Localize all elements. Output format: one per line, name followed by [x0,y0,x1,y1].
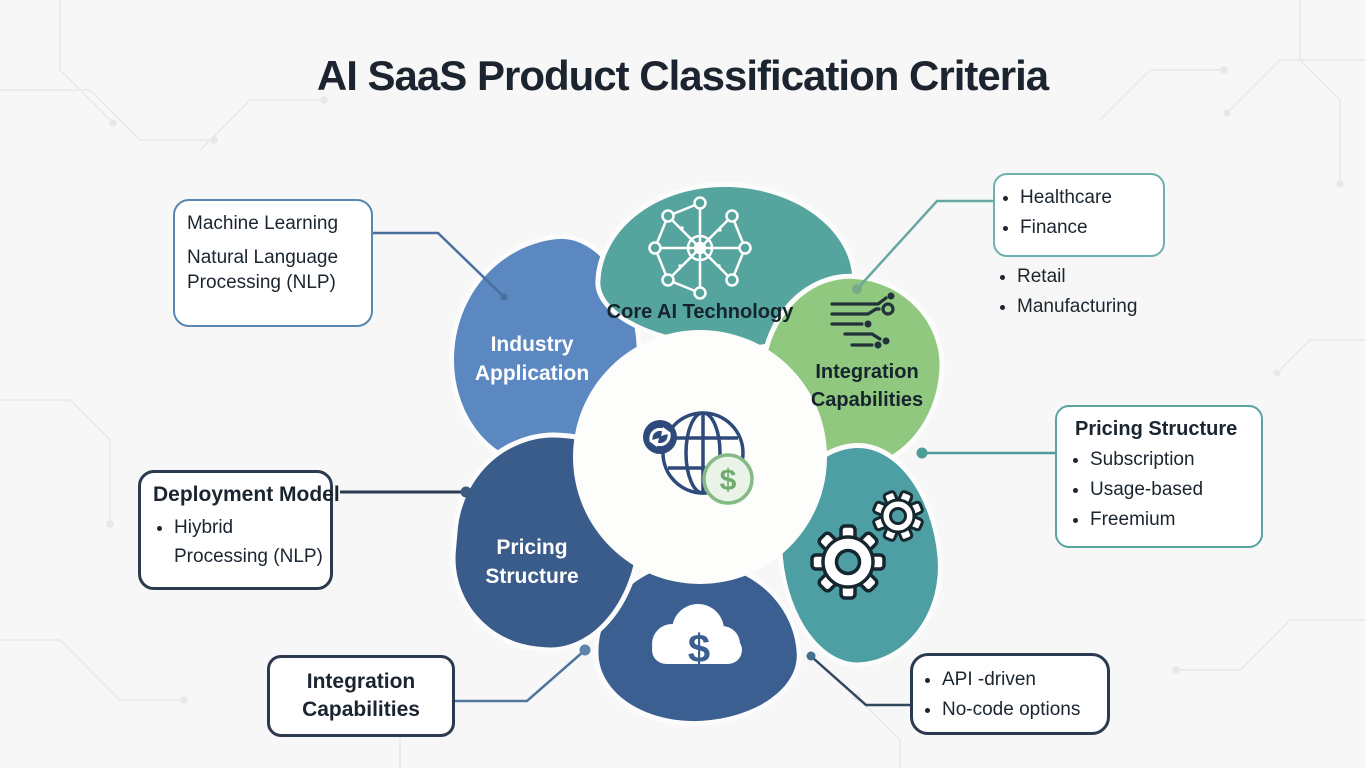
segment-label-integration: Integration Capabilities [810,361,924,411]
list-item: Subscription [1090,445,1251,475]
list-item: No-code options [942,695,1099,725]
segment-label-core-ai: Core AI Technology [606,301,794,323]
callout-line: Machine Learning [187,213,339,234]
segment-label-industry: Industry Application [474,333,590,385]
callout-industries: Healthcare Finance [993,173,1165,257]
list-item: Usage-based [1090,475,1251,505]
industries-box-list: Healthcare Finance [999,183,1159,243]
callout-integration-capabilities: Integration Capabilities [267,655,455,737]
callout-pricing-structure: Pricing Structure Subscription Usage-bas… [1055,405,1263,548]
callout-title: Deployment Model [153,483,340,506]
list-item: Healthcare [1020,183,1159,213]
list-item: Hiybrid Processing (NLP) [174,513,330,571]
list-item: Manufacturing [1017,292,1137,322]
list-item: Freemium [1090,505,1251,535]
api-list: API -driven No-code options [921,665,1099,725]
list-item: API -driven [942,665,1099,695]
list-item: Finance [1020,213,1159,243]
page-title: AI SaaS Product Classification Criteria [316,52,1049,99]
pricing-list: Subscription Usage-based Freemium [1069,445,1251,535]
callout-line: Natural Language Processing (NLP) [187,247,339,293]
list-item: Retail [1017,262,1137,292]
callout-machine-learning: Machine Learning Natural Language Proces… [173,199,373,327]
callout-api: API -driven No-code options [910,653,1110,735]
industries-extra-list: Retail Manufacturing [996,262,1137,322]
callout-title: Pricing Structure [1075,418,1238,440]
segment-label-pricing: Pricing Structure [485,536,579,588]
deployment-list: Hiybrid Processing (NLP) [153,513,330,571]
callout-deployment-model: Deployment Model Hiybrid Processing (NLP… [138,470,340,590]
